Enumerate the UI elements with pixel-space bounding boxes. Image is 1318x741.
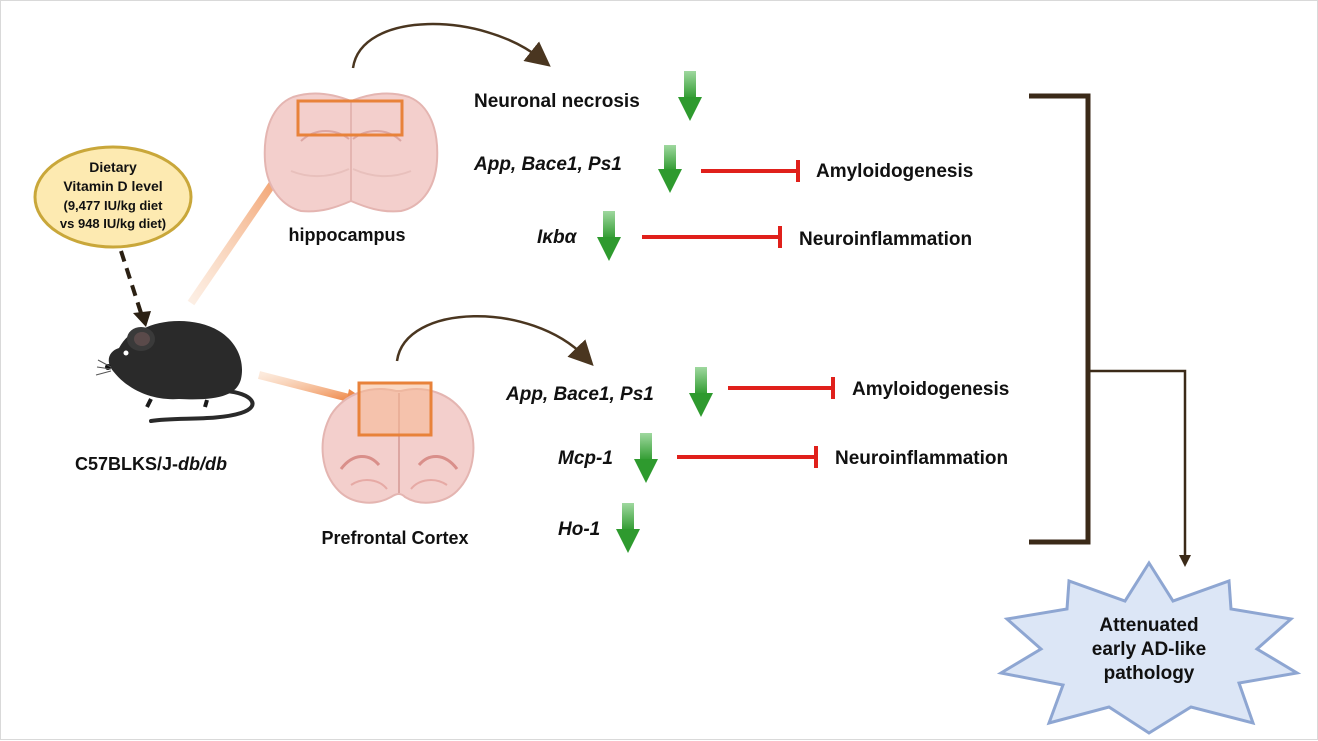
- curved-arrow-cortex: [395, 315, 594, 366]
- mcp1-label: Mcp-1: [558, 448, 613, 469]
- ikba-label: Iκbα: [537, 227, 578, 248]
- hippocampus-brain-slice: [263, 92, 439, 213]
- neuronal-necrosis-label: Neuronal necrosis: [474, 91, 640, 112]
- outcome-line2: early AD-like: [1092, 639, 1206, 660]
- down-arrow-icon: [634, 433, 658, 483]
- down-arrow-icon: [678, 71, 702, 121]
- prefrontal-brain-slice: [321, 381, 475, 504]
- diet-ellipse: Dietary Vitamin D level (9,477 IU/kg die…: [33, 145, 193, 249]
- down-arrow-icon: [616, 503, 640, 553]
- ho1-label: Ho-1: [558, 519, 600, 540]
- dashed-arrow: [119, 250, 151, 327]
- outcome-starburst: Attenuated early AD-like pathology: [996, 560, 1302, 735]
- down-arrow-icon: [597, 211, 621, 261]
- summary-bracket: [1029, 93, 1191, 567]
- diet-line4: vs 948 IU/kg diet): [60, 216, 166, 231]
- cortex-amyloid-label: Amyloidogenesis: [852, 379, 1009, 400]
- mouse-icon: [95, 321, 255, 423]
- hippocampus-genes-label: App, Bace1, Ps1: [473, 154, 622, 175]
- cortex-neuroinflammation-label: Neuroinflammation: [835, 448, 1008, 469]
- inhibition-line: [677, 446, 818, 468]
- hippocampus-neuroinflammation-label: Neuroinflammation: [799, 229, 972, 250]
- hippocampus-amyloid-label: Amyloidogenesis: [816, 161, 973, 182]
- down-arrow-icon: [689, 367, 713, 417]
- inhibition-line: [701, 160, 800, 182]
- inhibition-line: [728, 377, 835, 399]
- inhibition-line: [642, 226, 782, 248]
- diet-line3: (9,477 IU/kg diet: [64, 198, 164, 213]
- prefrontal-label: Prefrontal Cortex: [321, 528, 468, 548]
- cortex-genes-label: App, Bace1, Ps1: [505, 384, 654, 405]
- outcome-line1: Attenuated: [1099, 615, 1198, 636]
- diet-line1: Dietary: [89, 159, 137, 175]
- curved-arrow-hippocampus: [351, 22, 551, 69]
- hippocampus-label: hippocampus: [288, 225, 405, 245]
- diet-line2: Vitamin D level: [63, 178, 162, 194]
- mouse-strain-label: C57BLKS/J-db/db: [75, 454, 227, 474]
- outcome-line3: pathology: [1104, 663, 1195, 684]
- down-arrow-icon: [658, 145, 682, 193]
